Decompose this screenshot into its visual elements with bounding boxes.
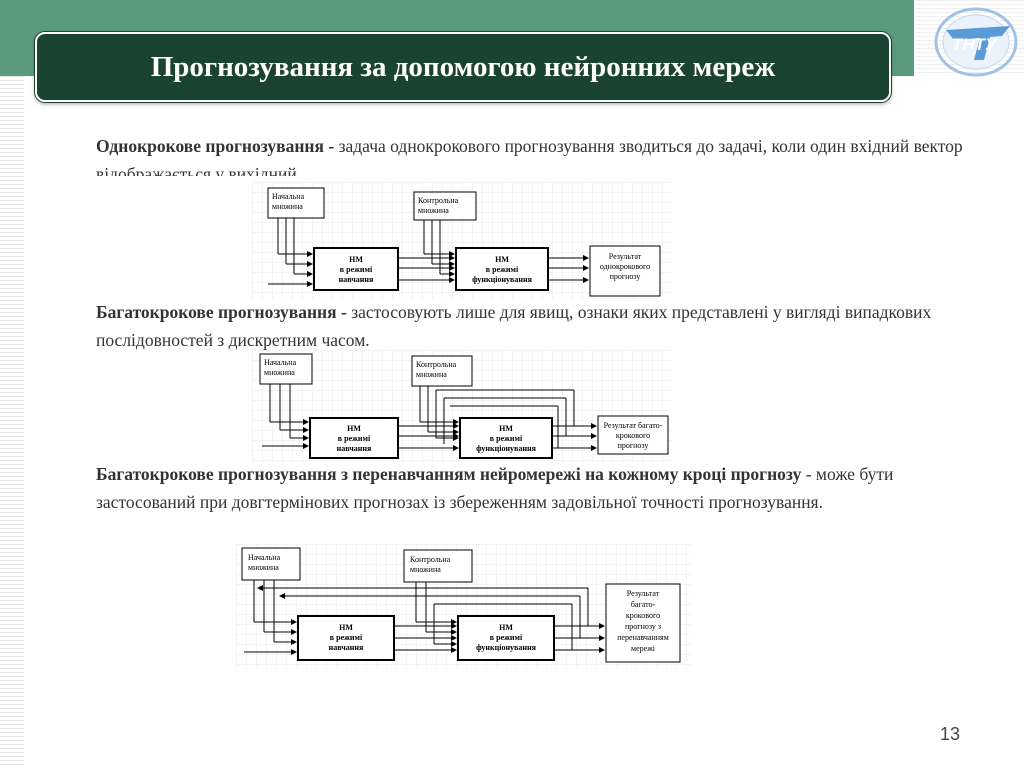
diagram-multi-step-retraining: Начальна множина Контрольна множина НМ в… bbox=[236, 544, 692, 668]
d3-result-line5: перенавчанням bbox=[617, 633, 669, 642]
section-two-paragraph: Багатокрокове прогнозування - застосовую… bbox=[96, 298, 976, 354]
d1-train-line1: НМ bbox=[349, 255, 363, 264]
d2-result-line1: Результат багато- bbox=[604, 421, 663, 430]
d2-train-line2: в режимі bbox=[338, 434, 371, 443]
d3-initial-line1: Начальна bbox=[248, 553, 281, 562]
d3-result-line2: багато- bbox=[631, 600, 656, 609]
d2-control-line1: Контрольна bbox=[416, 360, 457, 369]
d1-control-line2: множина bbox=[418, 206, 449, 215]
section-two-heading: Багатокрокове прогнозування - bbox=[96, 302, 347, 322]
d1-initial-line2: множина bbox=[272, 202, 303, 211]
logo-text: ТНТУ bbox=[952, 35, 998, 54]
d3-op-line3: функціонування bbox=[476, 643, 537, 652]
section-one-text: задача однокрокового прогнозування зводи… bbox=[96, 136, 963, 176]
university-logo: ТНТУ bbox=[928, 4, 1020, 80]
d1-op-line3: функціонування bbox=[472, 275, 533, 284]
d3-train-line3: навчання bbox=[329, 643, 364, 652]
d3-result-line3: крокового bbox=[626, 611, 660, 620]
d1-result-line3: прогнозу bbox=[610, 272, 641, 281]
d1-op-line2: в режимі bbox=[486, 265, 519, 274]
d1-initial-line1: Начальна bbox=[272, 192, 305, 201]
d2-op-line2: в режимі bbox=[490, 434, 523, 443]
diagram-one-step: Начальна множина Контрольна множина НМ в… bbox=[252, 182, 672, 300]
title-bar: Прогнозування за допомогою нейронних мер… bbox=[35, 32, 891, 102]
section-one-paragraph: Однокрокове прогнозування - задача однок… bbox=[96, 132, 976, 176]
d3-op-line1: НМ bbox=[499, 623, 513, 632]
d2-result-line2: крокового bbox=[616, 431, 650, 440]
d2-initial-line1: Начальна bbox=[264, 358, 297, 367]
d3-initial-line2: множина bbox=[248, 563, 279, 572]
d1-op-line1: НМ bbox=[495, 255, 509, 264]
d3-op-line2: в режимі bbox=[490, 633, 523, 642]
d1-result-line2: однокрокового bbox=[600, 262, 650, 271]
d3-control-line1: Контрольна bbox=[410, 555, 451, 564]
d3-train-line2: в режимі bbox=[330, 633, 363, 642]
d2-initial-line2: множина bbox=[264, 368, 295, 377]
diagram-multi-step: Начальна множина Контрольна множина НМ в… bbox=[252, 350, 672, 462]
section-three-text: - може бути застосований при довгтерміно… bbox=[96, 464, 894, 512]
page-title: Прогнозування за допомогою нейронних мер… bbox=[150, 50, 776, 83]
d1-train-line3: навчання bbox=[339, 275, 374, 284]
d2-control-line2: множина bbox=[416, 370, 447, 379]
d2-train-line3: навчання bbox=[337, 444, 372, 453]
d2-train-line1: НМ bbox=[347, 424, 361, 433]
section-three-heading: Багатокрокове прогнозування з перенавчан… bbox=[96, 464, 802, 484]
d1-train-line2: в режимі bbox=[340, 265, 373, 274]
d3-result-line4: прогнозу з bbox=[625, 622, 661, 631]
left-stripes bbox=[0, 0, 24, 768]
section-one-heading: Однокрокове прогнозування - bbox=[96, 136, 335, 156]
d2-op-line3: функціонування bbox=[476, 444, 537, 453]
page-number: 13 bbox=[940, 724, 961, 744]
d2-result-line3: прогнозу bbox=[618, 441, 649, 450]
d1-result-line1: Результат bbox=[609, 252, 642, 261]
d3-train-line1: НМ bbox=[339, 623, 353, 632]
d3-result-line6: мережі bbox=[631, 644, 656, 653]
d3-control-line2: множина bbox=[410, 565, 441, 574]
section-two-text: застосовують лише для явищ, ознаки яких … bbox=[96, 302, 932, 350]
section-three-paragraph: Багатокрокове прогнозування з перенавчан… bbox=[96, 460, 976, 516]
d1-control-line1: Контрольна bbox=[418, 196, 459, 205]
d3-result-line1: Результат bbox=[627, 589, 660, 598]
d2-op-line1: НМ bbox=[499, 424, 513, 433]
